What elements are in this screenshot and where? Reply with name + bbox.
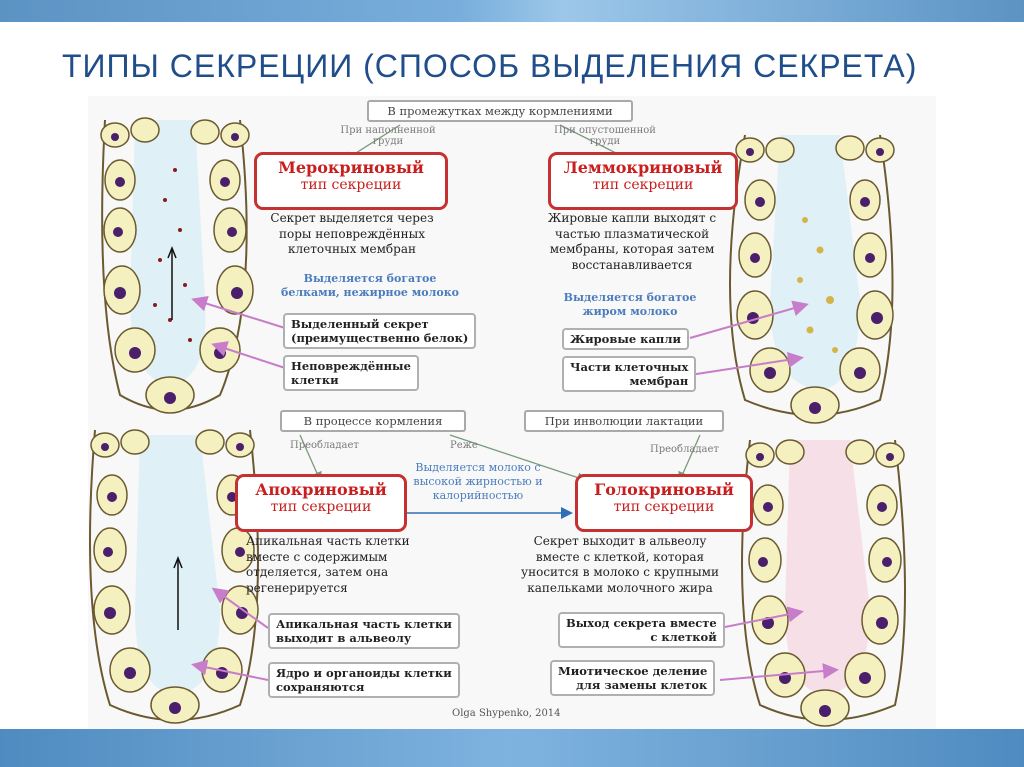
apocrine-subtitle: тип секреции: [270, 499, 372, 515]
lumen-arrows: [167, 245, 183, 630]
merocrine-subtitle: тип секреции: [300, 177, 402, 193]
label-predominates-left: Преобладает: [290, 440, 359, 451]
fat-droplets: [797, 217, 838, 353]
merocrine-name: Мерокриновый: [278, 158, 424, 177]
credit: Olga Shypenko, 2014: [452, 708, 561, 719]
holocrine-type-box: Голокриновый тип секреции: [575, 474, 753, 532]
time-box-during: В процессе кормления: [280, 410, 466, 432]
slide-title: ТИПЫ СЕКРЕЦИИ (СПОСОБ ВЫДЕЛЕНИЯ СЕКРЕТА): [62, 48, 918, 84]
time-box-between: В промежутках между кормлениями: [367, 100, 633, 122]
nuclei: [101, 133, 894, 717]
time-box-involution: При инволюции лактации: [524, 410, 724, 432]
label-rarely: Реже: [450, 440, 478, 451]
holocrine-name: Голокриновый: [594, 480, 734, 499]
lemmocrine-subtitle: тип секреции: [592, 177, 694, 193]
apocrine-name: Апокриновый: [255, 480, 387, 499]
merocrine-type-box: Мерокриновый тип секреции: [254, 152, 448, 210]
lemmocrine-name: Леммокриновый: [563, 158, 723, 177]
lemmocrine-type-box: Леммокриновый тип секреции: [548, 152, 738, 210]
lemmocrine-callout-fat: Жировые капли: [562, 328, 689, 350]
label-predominates-right: Преобладает: [650, 444, 719, 455]
holocrine-subtitle: тип секреции: [613, 499, 715, 515]
secretion-dots: [153, 168, 192, 342]
top-decor-bar: [0, 0, 1024, 22]
pointer-arrows: [191, 295, 839, 681]
apocrine-type-box: Апокриновый тип секреции: [235, 474, 407, 532]
bottom-decor-bar: [0, 729, 1024, 767]
merocrine-callout-secret: Выделенный секрет(преимущественно белок): [283, 313, 477, 349]
